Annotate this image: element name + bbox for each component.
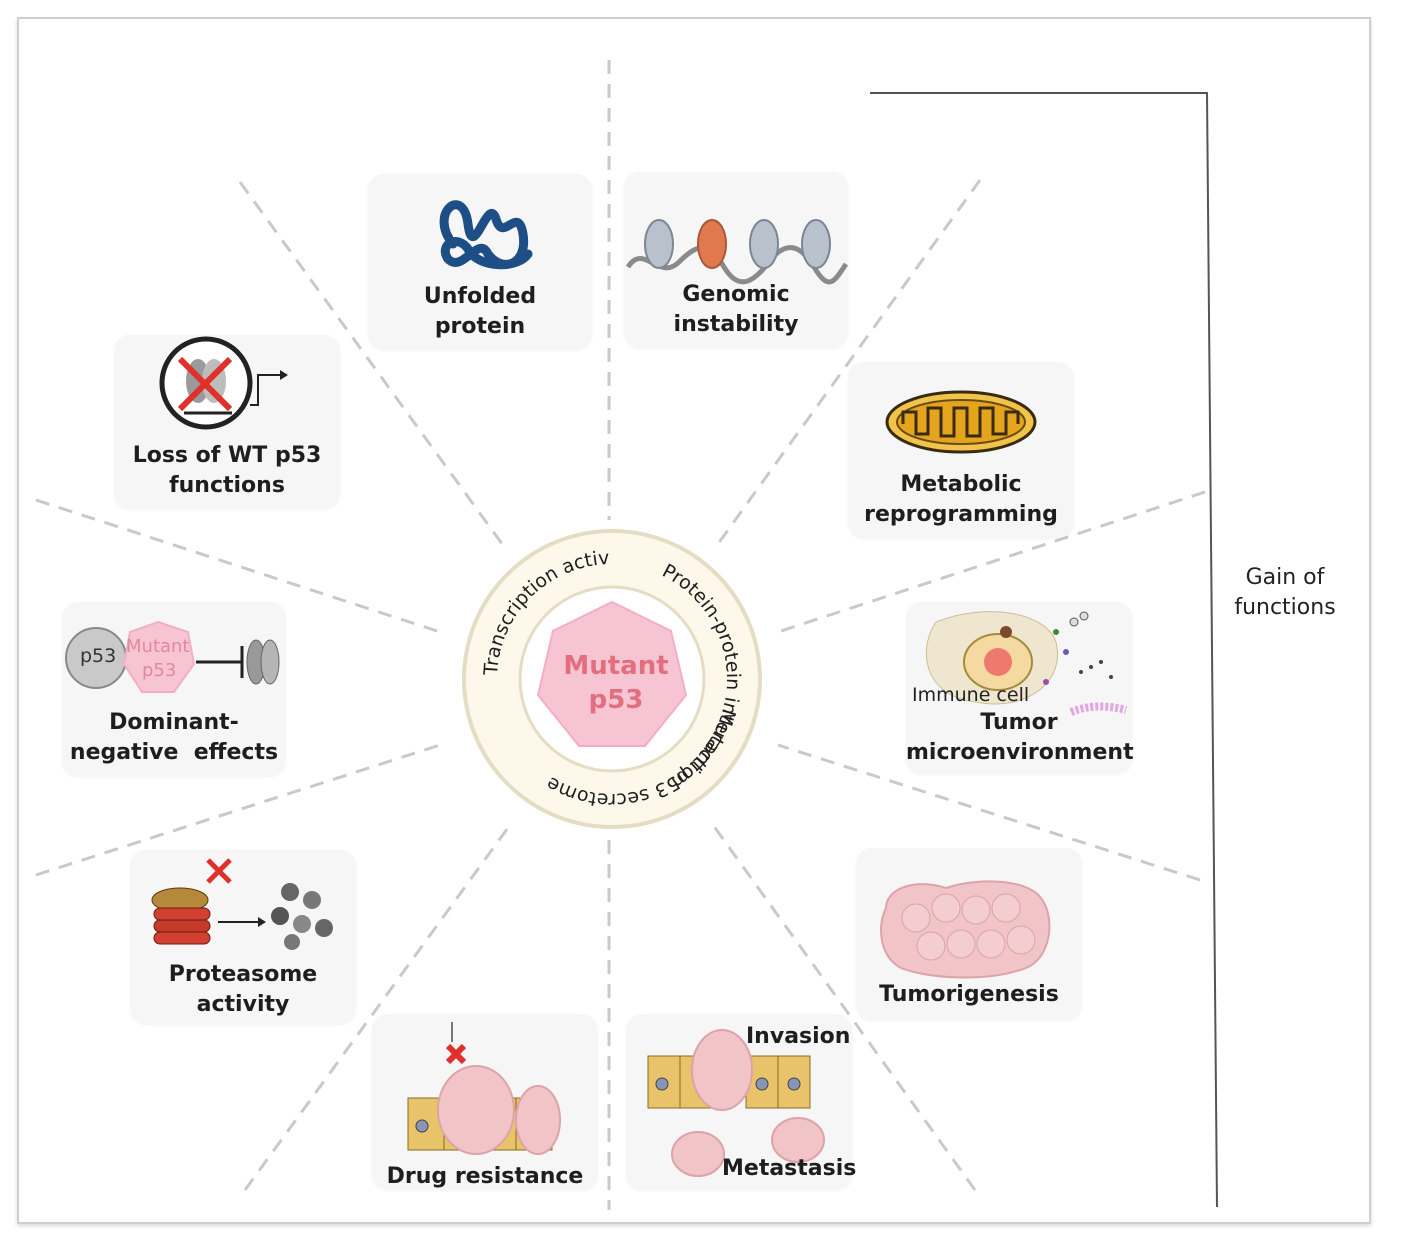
card-dominant-negative: p53 Mutant p53 Dominant- negative effect… (62, 602, 286, 776)
dominant-line-1: Dominant- (109, 710, 239, 735)
divider-line (243, 824, 512, 1191)
invasion-metastasis-icon (647, 1029, 825, 1177)
divider-line (238, 181, 507, 549)
core-text-2: p53 (589, 685, 644, 715)
card-genomic-instability: Genomic instability (624, 172, 848, 348)
invasion-label: Invasion (746, 1024, 851, 1049)
mutant-p53-heptagon (536, 600, 688, 747)
card-drug-resistance: Drug resistance (372, 1014, 598, 1190)
tumorigenesis-label: Tumorigenesis (879, 982, 1059, 1007)
card-invasion-metastasis: Invasion Metastasis (626, 1014, 856, 1190)
gof-line-1: Gain of (1245, 565, 1325, 590)
loss-wt-line-2: functions (169, 473, 285, 498)
tumor-env-line-2: microenvironment (906, 740, 1134, 765)
divider-line (711, 824, 977, 1191)
loss-wt-line-1: Loss of WT p53 (132, 443, 322, 468)
mutant-hexagon-label-2: p53 (142, 660, 177, 681)
tumor-mass-icon (880, 880, 1051, 979)
card-tumorigenesis: Tumorigenesis (856, 848, 1082, 1020)
mitochondrion-icon (885, 390, 1037, 454)
metabolic-line-1: Metabolic (900, 472, 1022, 497)
card-unfolded-protein: Unfolded protein (368, 174, 592, 350)
divider-line (777, 490, 1206, 634)
immune-cell-icon (925, 611, 1128, 716)
card-loss-wt-p53: Loss of WT p53 functions (114, 335, 340, 509)
dominant-negative-icon (65, 620, 280, 693)
metastasis-label: Metastasis (722, 1156, 857, 1181)
card-metabolic-reprogramming: Metabolic reprogramming (848, 362, 1074, 538)
unfolded-line-2: protein (434, 314, 526, 339)
unfolded-line-1: Unfolded (423, 284, 537, 309)
p53-circle-label: p53 (80, 645, 117, 667)
nucleosome-icon (625, 219, 848, 285)
immune-cell-label: Immune cell (912, 684, 1030, 706)
proteasome-line-2: activity (196, 992, 290, 1017)
core-text-1: Mutant (563, 651, 668, 681)
card-proteasome-activity: Proteasome activity (130, 850, 356, 1024)
gain-of-functions-label: Gain of functions (1226, 563, 1344, 623)
drug-resistance-label: Drug resistance (386, 1164, 584, 1189)
drug-resistance-icon (407, 1022, 561, 1155)
crossed-p53-icon (159, 336, 288, 430)
dominant-line-2: negative effects (69, 740, 279, 765)
genomic-line-2: instability (673, 312, 799, 337)
gain-bracket (870, 92, 1218, 1208)
mutant-hexagon-label-1: Mutant (126, 636, 190, 657)
genomic-line-1: Genomic (682, 282, 790, 307)
mutant-p53-hub: Transcription activity Protein-protein i… (461, 528, 762, 829)
card-tumor-microenvironment: Immune cell Tumor microenvironment (906, 602, 1134, 774)
metabolic-line-2: reprogramming (864, 502, 1058, 527)
gof-line-2: functions (1234, 595, 1336, 620)
divider-line (777, 743, 1201, 882)
proteasome-icon (151, 858, 333, 950)
divider-line (713, 179, 982, 549)
tumor-env-line-1: Tumor (980, 710, 1058, 735)
proteasome-line-1: Proteasome (168, 962, 318, 987)
unfolded-protein-icon (439, 200, 533, 270)
